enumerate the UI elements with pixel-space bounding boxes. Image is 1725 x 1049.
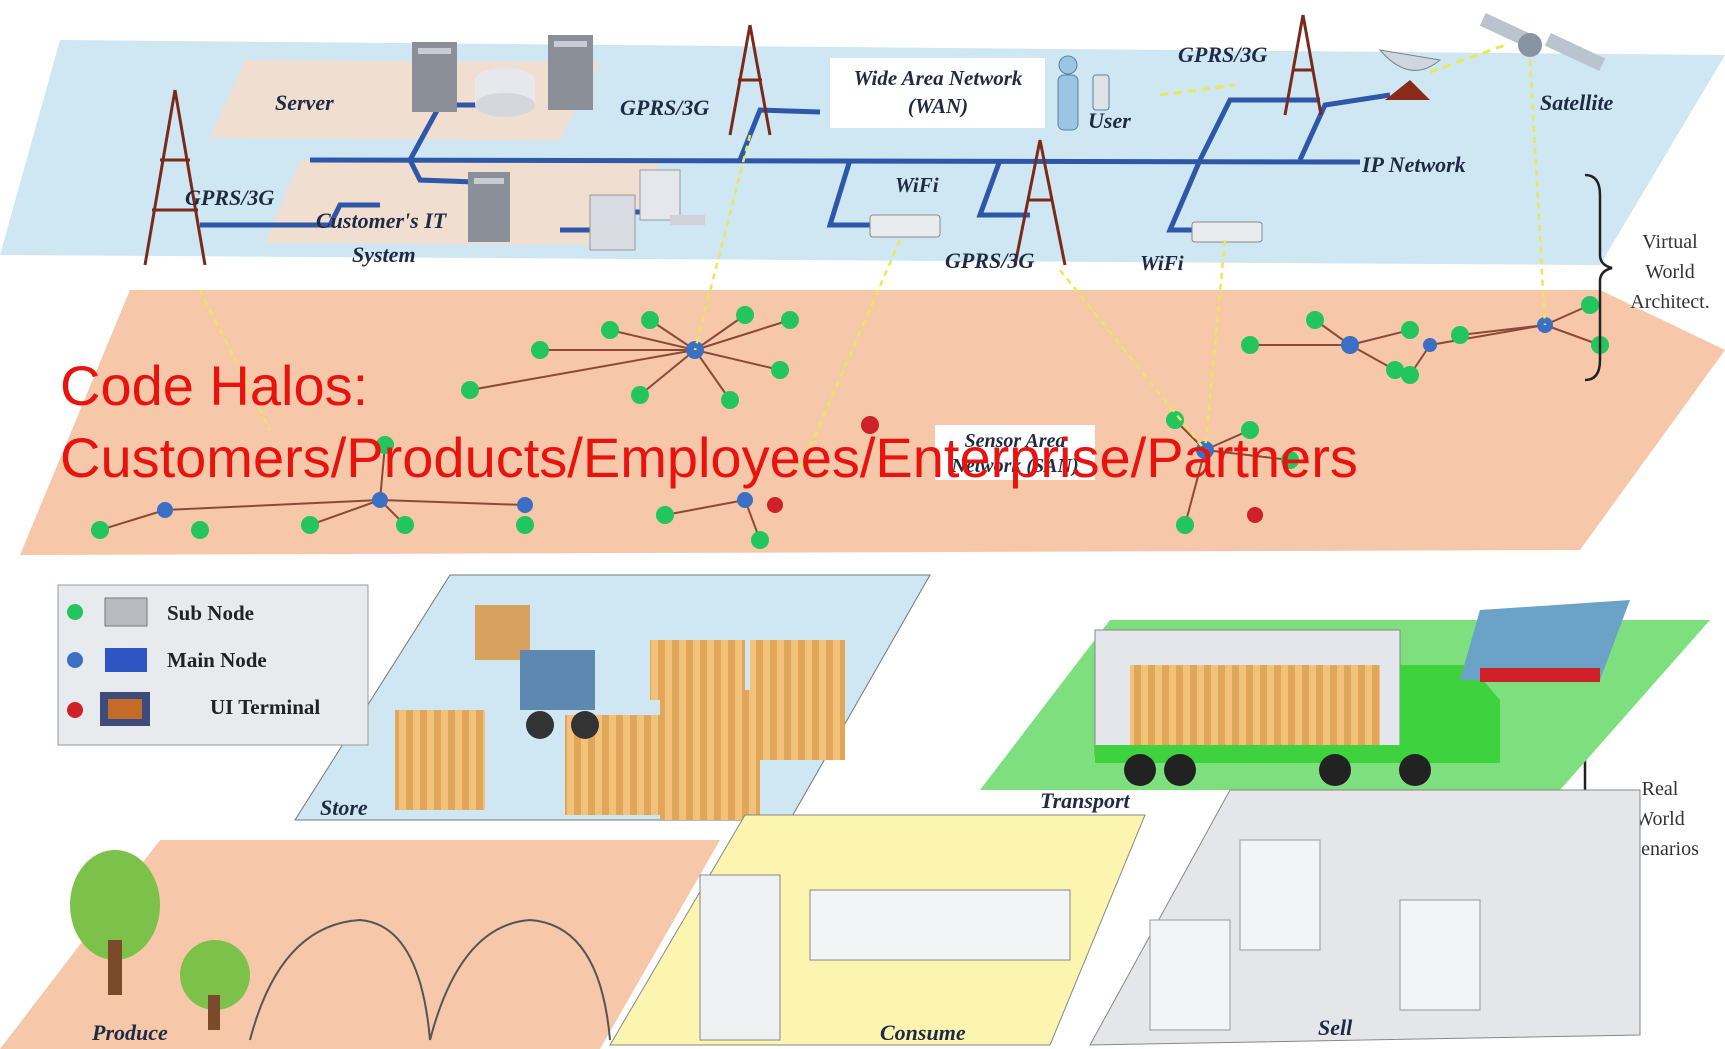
wan-title-line2: (WAN) — [908, 94, 968, 118]
produce-ground — [0, 840, 720, 1049]
ship-icon — [1460, 600, 1630, 682]
server-zone — [210, 60, 600, 140]
customer-it-line2: System — [352, 242, 416, 267]
server-icon — [412, 35, 593, 117]
router-icon — [869, 214, 1263, 243]
satellite-label: Satellite — [1540, 90, 1614, 115]
gprs-left-label: GPRS/3G — [185, 185, 274, 210]
virtual-world-line2: World — [1645, 261, 1695, 283]
transport-label: Transport — [1040, 788, 1131, 813]
produce-label: Produce — [91, 1020, 168, 1045]
sensor-sub-nodes — [91, 296, 1609, 549]
customer-it-line1: Customer's IT — [316, 208, 448, 233]
ip-network-label: IP Network — [1361, 152, 1466, 177]
uplink-lines — [198, 59, 1547, 471]
dish-icon — [1378, 49, 1442, 100]
forklift-icon — [475, 605, 599, 739]
virtual-world-line3: Architect. — [1630, 291, 1709, 313]
headline-line1: Code Halos: — [60, 354, 369, 417]
wan-title-box — [830, 58, 1045, 128]
sensor-edges — [99, 304, 1601, 541]
user-label: User — [1088, 108, 1131, 133]
gprs-low-label: GPRS/3G — [945, 248, 1034, 273]
legend-ui-terminal: UI Terminal — [210, 695, 320, 719]
satellite-icon — [1479, 12, 1606, 72]
headline: Code Halos: Customers/Products/Employees… — [60, 350, 1358, 494]
real-world-line3: Scenarios — [1621, 838, 1699, 860]
legend-sub-node: Sub Node — [167, 601, 254, 625]
sensor-ui-terminals — [767, 416, 1263, 523]
wan-title-line1: Wide Area Network — [854, 66, 1023, 90]
greenhouse-icon — [249, 918, 611, 1041]
headline-line2: Customers/Products/Employees/Enterprise/… — [60, 426, 1358, 489]
sell-label: Sell — [1318, 1015, 1353, 1040]
real-world-line1: Real — [1642, 778, 1679, 800]
san-title-line2: Network (SAN) — [950, 455, 1078, 477]
shelf-icon — [1149, 839, 1481, 1031]
consume-label: Consume — [880, 1020, 966, 1045]
box-icon — [395, 640, 845, 820]
customer-it-zone — [265, 160, 660, 245]
virtual-world-brace — [1584, 173, 1613, 382]
virtual-world-line1: Virtual — [1642, 231, 1698, 253]
kitchen-icon — [699, 874, 1071, 1041]
sensor-main-nodes — [157, 317, 1553, 518]
user-icon — [1057, 55, 1110, 131]
truck-icon — [1094, 629, 1500, 786]
cell-tower-icon — [143, 14, 1323, 266]
san-title-box — [935, 425, 1095, 480]
legend — [57, 584, 369, 746]
server-label: Server — [275, 90, 334, 115]
gprs-right-label: GPRS/3G — [1178, 42, 1267, 67]
san-title-line1: Sensor Area — [965, 430, 1066, 452]
wifi-right-label: WiFi — [1140, 251, 1184, 275]
workstation-icon — [589, 169, 705, 251]
wifi-center-label: WiFi — [895, 173, 939, 197]
wireless-links — [1159, 43, 1506, 97]
real-world-line2: World — [1635, 808, 1685, 830]
legend-main-node: Main Node — [167, 648, 267, 672]
gprs-center-label: GPRS/3G — [620, 95, 709, 120]
store-label: Store — [320, 795, 368, 820]
it-server-icon — [468, 172, 510, 242]
tree-icon — [70, 850, 250, 1030]
